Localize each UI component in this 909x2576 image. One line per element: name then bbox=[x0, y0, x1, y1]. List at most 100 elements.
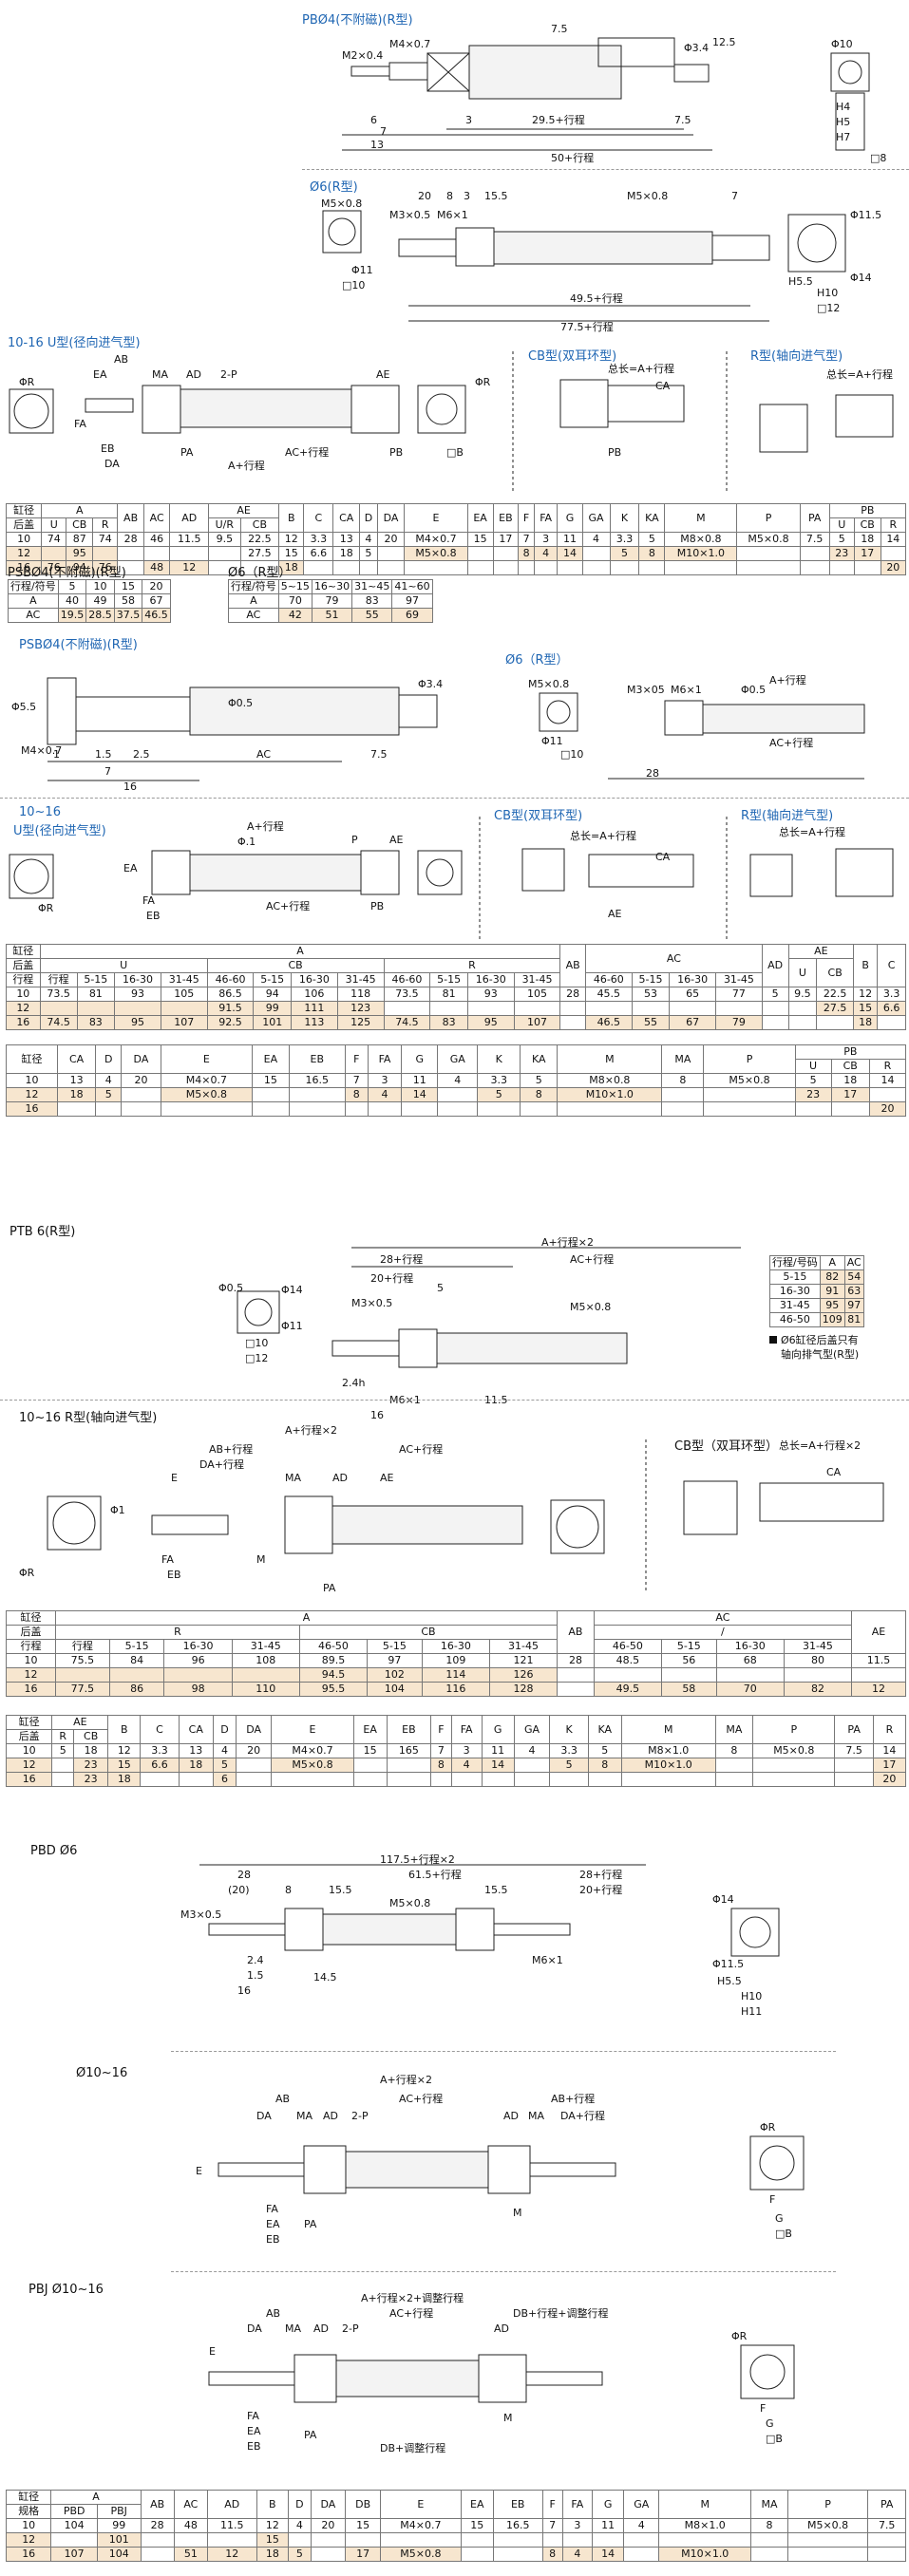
title-rtype1: R型(轴向进气型) bbox=[750, 349, 843, 364]
dim-label: 1 bbox=[53, 748, 60, 761]
dim-label: 总长=A+行程 bbox=[779, 825, 845, 838]
dim-label: ΦR bbox=[19, 1567, 35, 1579]
dim-label: Φ3.4 bbox=[684, 42, 709, 54]
dim-label: E bbox=[209, 2345, 216, 2358]
dim-label: EB bbox=[266, 2233, 280, 2246]
dim-label: DA bbox=[104, 458, 120, 470]
dim-label: □12 bbox=[817, 302, 840, 314]
dim-label: 8 bbox=[285, 1884, 292, 1896]
dim-label: 2.4h bbox=[342, 1377, 365, 1389]
dim-label: Φ14 bbox=[712, 1893, 734, 1906]
dim-label: M4×0.7 bbox=[21, 744, 62, 757]
dim-label: ΦR bbox=[475, 376, 491, 388]
dim-label: FA bbox=[74, 418, 86, 430]
table-header: 后盖 bbox=[5, 517, 43, 533]
dim-label: AE bbox=[376, 368, 390, 381]
dim-label: EB bbox=[146, 910, 161, 922]
dim-label: AD bbox=[332, 1472, 348, 1484]
dim-label: H4 bbox=[836, 101, 850, 113]
dim-label: A+行程 bbox=[228, 460, 265, 472]
dim-label: 13 bbox=[370, 139, 384, 151]
dim-label: □10 bbox=[560, 748, 583, 761]
table-header: U bbox=[828, 517, 855, 533]
ptb-note: Ø6缸径后盖只有 轴向排气型(R型) bbox=[769, 1333, 859, 1362]
dim-label: AC+行程 bbox=[570, 1253, 614, 1266]
dim-label: AC+行程 bbox=[399, 1443, 443, 1456]
dim-label: AC+行程 bbox=[769, 737, 813, 749]
dim-label: FA bbox=[142, 894, 155, 907]
dim-label: 7.5 bbox=[551, 23, 568, 35]
title-pb4: PBØ4(不附磁)(R型) bbox=[302, 13, 413, 28]
table-header: R bbox=[880, 517, 907, 533]
dim-label: M bbox=[256, 1553, 266, 1566]
dim-label: 16 bbox=[123, 780, 137, 792]
drawing-d1016: A+行程×2 AB AC+行程 AB+行程 DA MA AD 2-P AD MA… bbox=[190, 2070, 902, 2260]
dim-label: H5.5 bbox=[788, 275, 813, 288]
dim-label: 7.5 bbox=[674, 114, 691, 126]
title-d1016: Ø10~16 bbox=[76, 2066, 128, 2080]
dim-label: AB bbox=[275, 2093, 290, 2105]
dim-label: 49.5+行程 bbox=[570, 292, 623, 305]
dim-label: P bbox=[351, 834, 358, 846]
dim-label: H10 bbox=[741, 1990, 762, 2003]
dim-label: 7 bbox=[104, 765, 111, 778]
table-header: F bbox=[518, 503, 535, 533]
dim-label: 3 bbox=[464, 190, 470, 202]
dim-label: 15.5 bbox=[329, 1884, 352, 1896]
title-r6-psb: Ø6（R型） bbox=[505, 653, 569, 668]
dim-label: M6×1 bbox=[532, 1954, 563, 1966]
dim-label: M5×0.8 bbox=[627, 190, 668, 202]
dim-label: □B bbox=[766, 2433, 783, 2445]
dim-label: F bbox=[760, 2402, 766, 2415]
title-ptb-r: 10~16 R型(轴向进气型) bbox=[19, 1411, 158, 1425]
table-header: AB bbox=[117, 503, 144, 533]
dim-label: EB bbox=[101, 442, 115, 455]
dim-label: 20 bbox=[418, 190, 431, 202]
dim-label: ΦR bbox=[38, 902, 54, 914]
dim-label: M3×0.5 bbox=[180, 1908, 221, 1921]
dim-label: 50+行程 bbox=[551, 152, 594, 164]
dim-label: F bbox=[769, 2193, 775, 2206]
dim-label: PB bbox=[389, 446, 403, 459]
table-header: AC bbox=[142, 503, 171, 533]
dim-label: DA bbox=[256, 2110, 272, 2122]
table-header: KA bbox=[638, 503, 666, 533]
dim-label: M3×05 bbox=[627, 684, 665, 696]
dim-label: □8 bbox=[870, 152, 886, 164]
drawing-pb4: 7.5 M4×0.7 M2×0.4 Φ3.4 12.5 3 6 7 29.5+行… bbox=[313, 17, 769, 169]
dim-label: Φ11 bbox=[281, 1320, 303, 1332]
dim-label: AD bbox=[313, 2322, 329, 2335]
dim-label: MA bbox=[152, 368, 168, 381]
dim-label: 2-P bbox=[220, 368, 237, 381]
dim-label: AC+行程 bbox=[285, 446, 329, 459]
dim-label: 总长=A+行程×2 bbox=[779, 1438, 861, 1452]
dim-label: EA bbox=[247, 2425, 261, 2437]
dim-label: H5 bbox=[836, 116, 850, 128]
dim-label: □12 bbox=[245, 1352, 268, 1364]
dim-label: M2×0.4 bbox=[342, 49, 383, 62]
dim-label: FA bbox=[161, 1553, 174, 1566]
table-header: K bbox=[609, 503, 640, 533]
dim-label: M4×0.7 bbox=[389, 38, 430, 50]
table-header: E bbox=[404, 503, 468, 533]
dim-label: AD bbox=[186, 368, 201, 381]
drawing-pb4-end: Φ10 H4 H5 H7 □8 bbox=[817, 34, 902, 167]
dim-label: DA bbox=[247, 2322, 262, 2335]
table-header: A bbox=[41, 503, 119, 518]
dim-label: Φ0.5 bbox=[741, 684, 766, 696]
dim-label: AB bbox=[114, 353, 128, 366]
dim-label: PB bbox=[608, 446, 621, 459]
dim-label: M5×0.8 bbox=[389, 1897, 430, 1909]
